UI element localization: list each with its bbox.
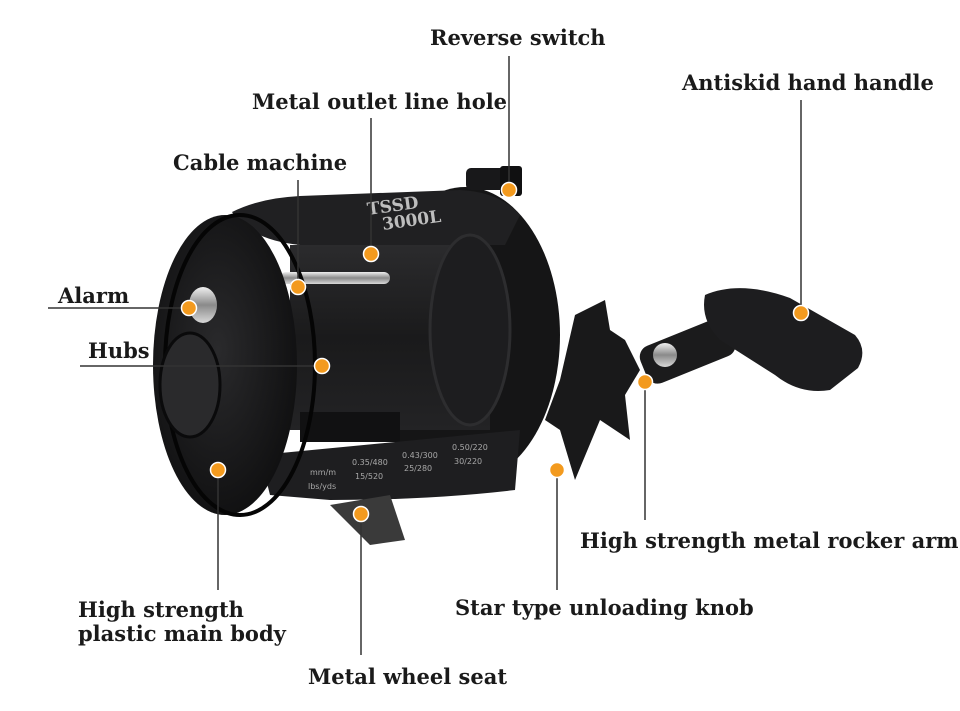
- capacity-unit-lbs: lbs/yds: [308, 482, 336, 491]
- handle-shaft: [639, 318, 736, 384]
- label-high-strength-plastic-main-body: High strength plastic main body: [78, 597, 286, 646]
- marker-dot-reverse-switch: [500, 181, 518, 199]
- capacity-value: 0.43/300: [402, 451, 438, 460]
- marker-dot-star-knob: [548, 461, 566, 479]
- label-high-strength-metal-rocker-arm: High strength metal rocker arm: [580, 528, 959, 553]
- marker-dot-main-body: [209, 461, 227, 479]
- star-drag: [545, 300, 640, 480]
- lower-guide-rod: [300, 412, 400, 442]
- markers: [180, 181, 810, 523]
- capacity-value: 0.35/480: [352, 458, 388, 467]
- label-star-type-unloading-knob: Star type unloading knob: [455, 595, 754, 620]
- marker-dot-handle: [792, 304, 810, 322]
- marker-dot-outlet-hole: [362, 245, 380, 263]
- handle-nut: [653, 343, 677, 367]
- line-guide-rod: [280, 272, 390, 284]
- leader-lines: [48, 56, 802, 655]
- label-metal-wheel-seat: Metal wheel seat: [308, 664, 508, 689]
- spool-flange: [428, 233, 512, 427]
- label-cable-machine: Cable machine: [173, 150, 348, 175]
- marker-dot-wheel-seat: [352, 505, 370, 523]
- top-frame: [232, 190, 520, 245]
- label-reverse-switch: Reverse switch: [430, 25, 606, 50]
- wheel-seat: [330, 495, 405, 545]
- label-alarm: Alarm: [58, 283, 130, 308]
- label-hubs: Hubs: [88, 338, 150, 363]
- left-side-plate: [153, 215, 297, 515]
- reel-illustration: TSSD 3000L mm/m 0.35/480 0.43/300 0.50/2…: [153, 166, 863, 545]
- bottom-frame: [260, 430, 520, 500]
- capacity-unit-mm: mm/m: [310, 468, 336, 477]
- label-metal-outlet-line-hole: Metal outlet line hole: [252, 89, 508, 114]
- capacity-value: 25/280: [404, 464, 432, 473]
- marker-dot-hubs: [313, 357, 331, 375]
- hub-cap: [158, 331, 222, 439]
- marker-dot-cable-machine: [289, 278, 307, 296]
- capacity-value: 15/520: [355, 472, 383, 481]
- alarm-knob: [189, 287, 217, 323]
- marker-dot-alarm: [180, 299, 198, 317]
- capacity-value: 30/220: [454, 457, 482, 466]
- handle-knob: [704, 288, 863, 391]
- marker-dot-rocker-arm: [636, 373, 654, 391]
- label-antiskid-hand-handle: Antiskid hand handle: [682, 70, 934, 95]
- capacity-value: 0.50/220: [452, 443, 488, 452]
